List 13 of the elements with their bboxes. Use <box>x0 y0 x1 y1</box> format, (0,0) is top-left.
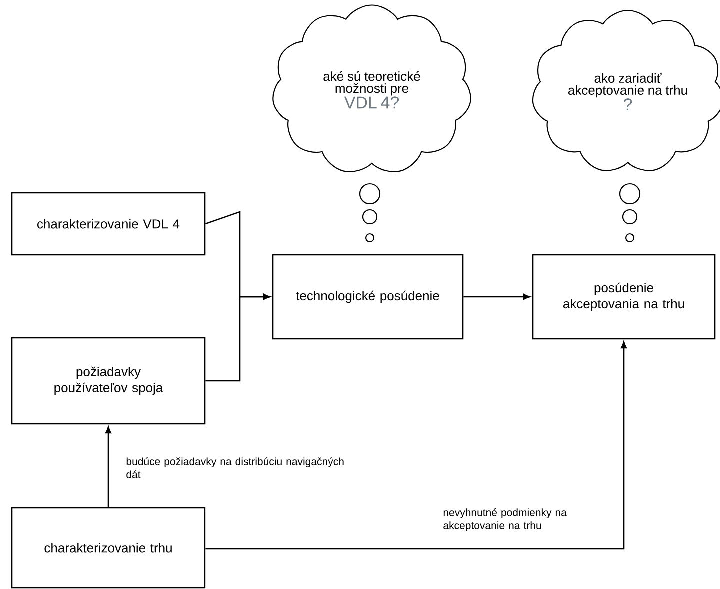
edge-label: nevyhnutné podmienky na akceptovanie na trhu <box>444 508 567 532</box>
process-box: technologické posúdenie <box>272 254 464 340</box>
arrow <box>106 426 112 508</box>
thought-cloud: ako zariadiť akceptovanie na trhu ? <box>532 10 720 172</box>
thought-cloud: aké sú teoretické možnosti pre VDL 4? <box>272 4 472 172</box>
process-box: posúdenie akceptovania na trhu <box>532 254 716 340</box>
arrow <box>206 342 627 550</box>
process-box: charakterizovanie trhu <box>11 507 206 589</box>
process-box: požiadavky používateľov spoja <box>11 337 206 425</box>
edge-label: budúce požiadavky na distribúciu navigačných dát <box>126 458 344 478</box>
process-box: charakterizovanie VDL 4 <box>11 192 206 256</box>
arrow <box>464 294 530 300</box>
arrow <box>206 294 270 382</box>
